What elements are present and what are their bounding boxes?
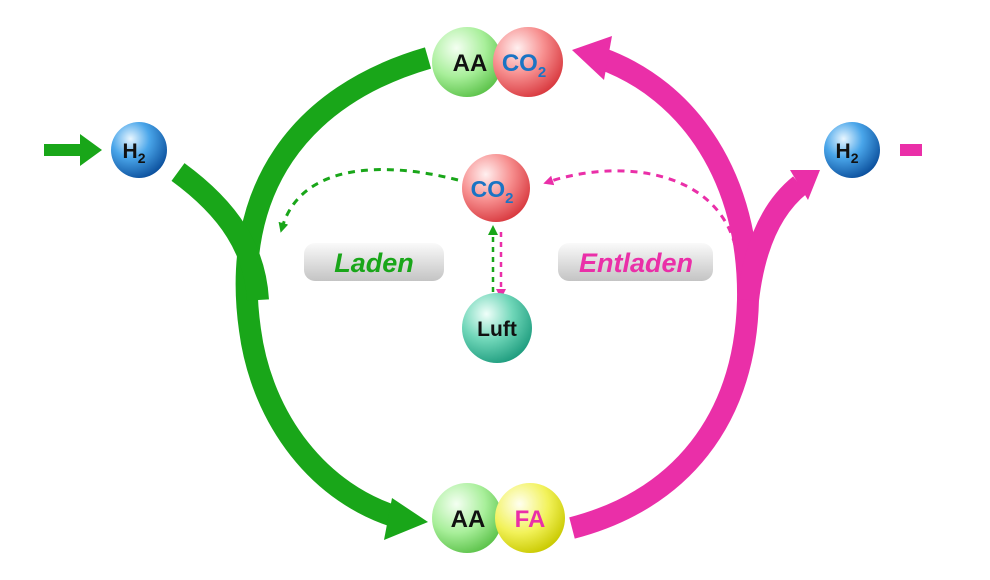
svg-text:CO2: CO2 [471, 176, 514, 207]
h2-feed-arrow-shaft [44, 144, 82, 156]
co2-capture-dashed-arrow [543, 169, 737, 246]
air-label: Luft [477, 318, 517, 341]
charge-label: Laden [334, 248, 414, 278]
discharge-arc [569, 47, 760, 539]
top-co2-subscript: 2 [538, 64, 546, 81]
bottom-amine-node: AA [432, 483, 502, 553]
center-co2-node: CO2 [462, 154, 530, 222]
top-co2-label: CO [502, 50, 538, 77]
svg-text:CO2: CO2 [502, 50, 546, 81]
bottom-fa-label: FA [515, 506, 546, 533]
center-co2-label: CO [471, 176, 506, 202]
top-co2-node: CO2 [493, 27, 563, 97]
h2-feed-arrowhead [80, 134, 102, 166]
bottom-aa-label: AA [451, 506, 486, 533]
top-amine-node: AA [432, 27, 502, 97]
svg-text:H2: H2 [123, 140, 146, 166]
discharge-label-pill: Entladen [558, 243, 713, 281]
charge-arrowhead-bottom [384, 498, 428, 540]
h2-out-subscript: 2 [851, 150, 859, 166]
h2-in-label: H [123, 140, 138, 163]
charge-arc-h2-branch [171, 163, 269, 301]
discharge-label: Entladen [579, 248, 693, 278]
h2-out-arrow-shaft [900, 144, 922, 156]
h2-out-label: H [836, 140, 851, 163]
top-aa-label: AA [453, 50, 488, 77]
co2-release-dashed-arrow [278, 168, 459, 233]
h2-in-subscript: 2 [138, 150, 146, 166]
discharge-arrowhead-top [572, 36, 612, 80]
discharge-arc-h2-branch [737, 176, 808, 302]
bottom-formic-acid-node: FA [495, 483, 565, 553]
air-node: Luft [462, 293, 532, 363]
charge-label-pill: Laden [304, 243, 444, 281]
center-co2-subscript: 2 [505, 190, 513, 207]
discharge-arrowhead-h2 [790, 170, 820, 200]
charge-arc-top [235, 47, 432, 529]
svg-text:H2: H2 [836, 140, 859, 166]
h2-input-node: H2 [111, 122, 167, 178]
h2-output-node: H2 [824, 122, 880, 178]
